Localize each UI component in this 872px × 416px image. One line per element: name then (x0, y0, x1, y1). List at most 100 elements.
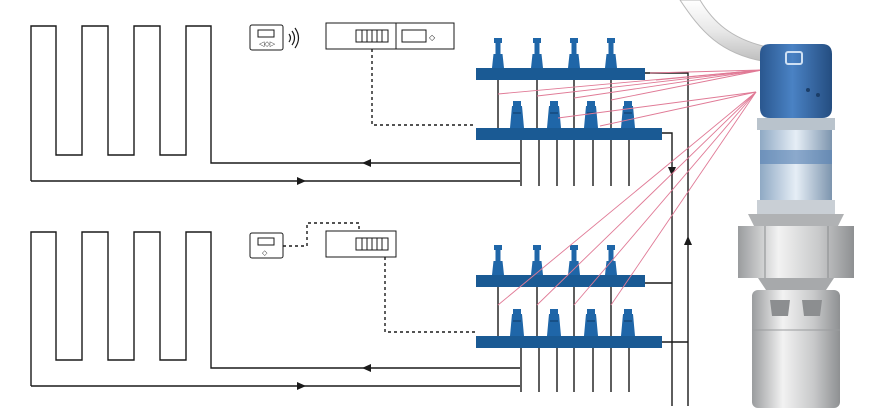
actuator-body (621, 314, 635, 336)
actuator-cap (550, 309, 558, 315)
thermostat-buttons-icon: ◇ (262, 249, 268, 257)
sensor-collar (748, 214, 844, 226)
valve-body (605, 54, 617, 68)
zone-controller-icon (325, 230, 397, 258)
panel-display (401, 29, 427, 43)
valve-stem (608, 40, 614, 54)
manifolds (476, 38, 662, 348)
room-thermostat-wired-icon: ◇ (249, 232, 284, 259)
manifold-supply-bottom (476, 245, 645, 287)
valve-cap (607, 38, 615, 43)
sensor-cable (679, 0, 773, 63)
sensor-signal-lines (497, 69, 763, 306)
sensor-ring (757, 118, 835, 130)
signal-line (655, 69, 763, 81)
control-wire-bottom (384, 257, 476, 333)
valve-body (568, 54, 580, 68)
thermostat-display (257, 237, 275, 246)
thermostat-display (257, 29, 275, 38)
valve-stem (608, 247, 614, 261)
valve-cap (570, 38, 578, 43)
signal-line (557, 91, 757, 119)
valve-body (531, 54, 543, 68)
floor-loop-bottom (30, 231, 212, 386)
flow-arrow-right (297, 177, 306, 185)
manifold-return-top (476, 101, 662, 140)
sensor-ring (757, 200, 835, 214)
actuator-body (510, 106, 524, 128)
hex-nut (738, 226, 854, 278)
flow-arrow-up (684, 236, 692, 245)
valve-body (531, 261, 543, 275)
valve-body (492, 261, 504, 275)
valve-cap (494, 245, 502, 250)
actuator-body (584, 106, 598, 128)
sensor-label-band (760, 150, 832, 164)
sensor-window (760, 130, 832, 200)
actuator-cap (587, 101, 595, 107)
control-devices: ◁◇▷ ◇ ◇ (249, 22, 455, 259)
valve-cap (533, 38, 541, 43)
actuator-cap (624, 309, 632, 315)
manifold-supply-top (476, 38, 645, 80)
manifold-bar (476, 275, 645, 287)
actuator-cap (624, 101, 632, 107)
pipe-lines (30, 25, 692, 406)
thermostat-buttons-icon: ◁◇▷ (259, 40, 276, 48)
pressure-sensor (679, 0, 854, 408)
signal-line (610, 91, 757, 306)
valve-stem (571, 40, 577, 54)
brand-logo-icon (785, 51, 803, 65)
valve-cap (494, 38, 502, 43)
port-slot (770, 300, 790, 316)
valve-stem (495, 40, 501, 54)
signal-line (573, 91, 757, 306)
room-thermostat-wireless-icon: ◁◇▷ (249, 24, 300, 51)
vent-hole (816, 93, 820, 97)
process-connection (752, 290, 840, 408)
actuator-cap (513, 101, 521, 107)
sensor-neck (758, 278, 834, 290)
control-wire-top (371, 49, 476, 126)
actuator-cap (550, 101, 558, 107)
pressure-sensor-icon (679, 0, 854, 408)
actuator-body (510, 314, 524, 336)
wave (291, 30, 296, 46)
vent-hole (806, 88, 810, 92)
riser-return (662, 132, 673, 406)
valve-stem (534, 40, 540, 54)
signal-line (536, 91, 757, 306)
valve-cap (607, 245, 615, 250)
riser-supply (645, 72, 689, 406)
valve-stem (495, 247, 501, 261)
signal-line (610, 69, 763, 101)
flow-arrow-left (362, 159, 371, 167)
actuator-body (621, 106, 635, 128)
panel-buttons-icon: ◇ (429, 33, 436, 42)
manifold-bar (476, 68, 645, 80)
flow-arrow-right (297, 382, 306, 390)
port-slot (802, 300, 822, 316)
loop-bottom-return-inner (210, 360, 520, 369)
actuator-body (584, 314, 598, 336)
manifold-bar (476, 128, 662, 140)
controller-body (325, 22, 455, 50)
floor-loop-top (30, 25, 212, 181)
loop-top-return-inner (210, 155, 520, 164)
actuator-cap (587, 309, 595, 315)
valve-cap (570, 245, 578, 250)
signal-line (649, 69, 763, 74)
wireless-signal-icon (288, 27, 300, 49)
signal-line (573, 69, 763, 99)
wave (294, 27, 300, 49)
signal-line (599, 91, 757, 127)
actuator-body (547, 314, 561, 336)
flow-arrow-down (668, 167, 676, 176)
zone-controller-with-display-icon: ◇ (325, 22, 455, 50)
valve-body (605, 261, 617, 275)
valve-stem (571, 247, 577, 261)
sensor-cap (760, 44, 832, 118)
actuator-cap (513, 309, 521, 315)
signal-line (536, 69, 763, 97)
